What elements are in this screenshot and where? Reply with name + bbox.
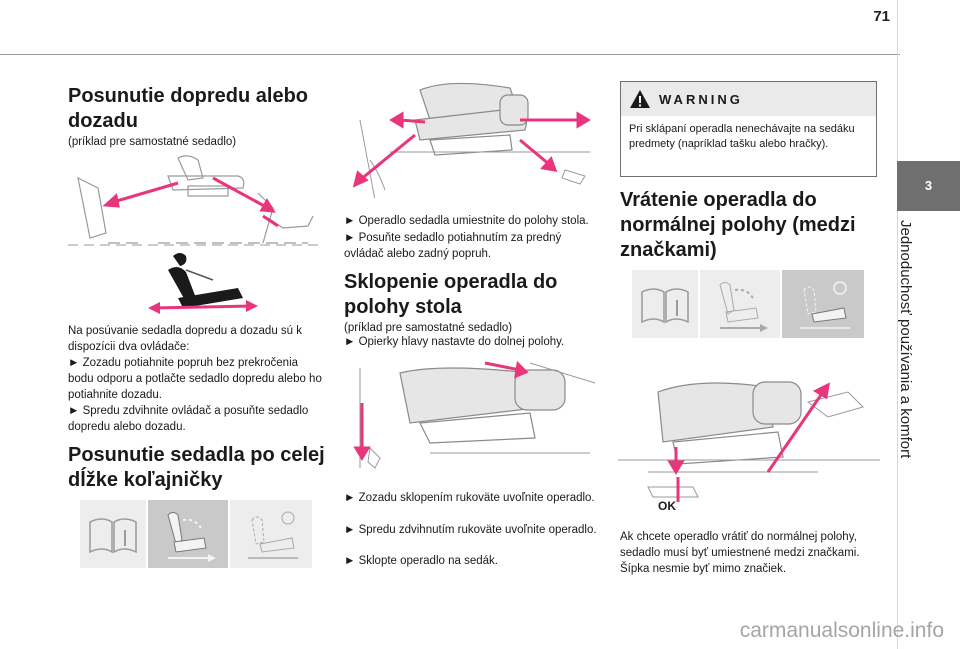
bullet-slide-seat: ► Posuňte sedadlo potiahnutím za predný … [344, 232, 562, 260]
warning-box: WARNING Pri sklápaní operadla nenechávaj… [620, 81, 877, 177]
chapter-tab[interactable]: 3 [897, 161, 960, 211]
page-number: 71 [873, 8, 890, 25]
heading-fold-table: Sklopenie operadla do polohy stola [344, 271, 558, 318]
book-icon-2 [632, 270, 698, 338]
bullet-fold-seat: ► Sklopte operadlo na sedák. [344, 555, 498, 567]
chapter-title: Jednoduchosť používania a komfort [897, 220, 914, 459]
paragraph-restore: Ak chcete operadlo vrátiť do normálnej p… [620, 531, 860, 575]
seat-recline-icon-2 [700, 270, 780, 338]
seat-fold-icon-2 [782, 270, 864, 338]
header-divider [0, 54, 900, 55]
heading-forward-backward: Posunutie dopredu alebo dozadu [68, 85, 309, 132]
bullet-rear-strap: ► Zozadu potiahnite popruh bez prekročen… [68, 357, 322, 401]
bullet-rear-release: ► Zozadu sklopením rukoväte uvoľnite ope… [344, 492, 595, 504]
restore-backrest-illustration: OK [618, 372, 880, 514]
bullet-front-lever: ► Spredu zdvihnite ovládač a posuňte sed… [68, 405, 309, 433]
bullet-headrest: ► Opierky hlavy nastavte do dolnej poloh… [344, 336, 565, 348]
watermark: carmanualsonline.info [739, 619, 944, 642]
warning-triangle-icon [630, 90, 650, 108]
warning-header: WARNING [621, 82, 876, 116]
seat-slide-illustration [68, 148, 324, 323]
bullet-front-release: ► Spredu zdvihnutím rukoväte uvoľnite op… [344, 524, 597, 536]
table-position-illustration [340, 80, 605, 198]
icon-strip-full-rail [80, 500, 312, 568]
book-icon [80, 500, 146, 568]
paragraph-controls: Na posúvanie sedadla dopredu a dozadu sú… [68, 325, 303, 353]
fold-backrest-illustration [340, 358, 605, 478]
bullet-table-position: ► Operadlo sedadla umiestnite do polohy … [344, 215, 589, 227]
example-note-2: (príklad pre samostatné sedadlo) [344, 322, 513, 334]
side-strip-divider [897, 0, 898, 649]
warning-text: Pri sklápaní operadla nenechávajte na se… [629, 123, 855, 150]
seat-fold-icon [230, 500, 312, 568]
icon-strip-restore [632, 270, 864, 338]
heading-restore-backrest: Vrátenie operadla do normálnej polohy (m… [620, 189, 856, 261]
heading-full-rail: Posunutie sedadla po celej dĺžke koľajni… [68, 444, 325, 491]
ok-label: OK [658, 499, 676, 513]
example-note: (príklad pre samostatné sedadlo) [68, 136, 237, 148]
warning-label: WARNING [659, 91, 743, 107]
seat-recline-icon [148, 500, 228, 568]
